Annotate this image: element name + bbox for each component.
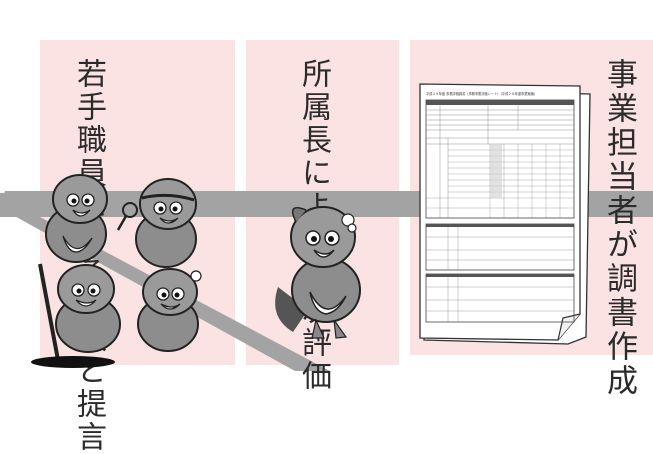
- document-stack-icon: 平成２９年度 事業評価調書（事務事業評価シート）（平成２８年度事業実績）: [419, 83, 591, 345]
- magnifier-icon: [116, 202, 138, 231]
- evaluation-flow-diagram: 事業担当者が調書作成 所属長による1次評価 若手職員による点検と提言 平成２９年…: [0, 40, 653, 454]
- step-label-manager: 所属長による1次評価: [295, 58, 331, 393]
- document-header: 平成２９年度 事業評価調書（事務事業評価シート）（平成２８年度事業実績）: [426, 91, 537, 96]
- mascot-bird-4: [137, 268, 202, 352]
- mascot-bird-3: [31, 263, 121, 368]
- flow-band-edge: [0, 191, 40, 217]
- mascot-bird-1: [45, 174, 108, 263]
- mascot-bird-icon: [275, 206, 361, 339]
- mascot-bird-group-icon: [31, 174, 202, 368]
- step-label-staff: 事業担当者が調書作成: [601, 58, 637, 398]
- mascot-bird-2: [135, 178, 197, 268]
